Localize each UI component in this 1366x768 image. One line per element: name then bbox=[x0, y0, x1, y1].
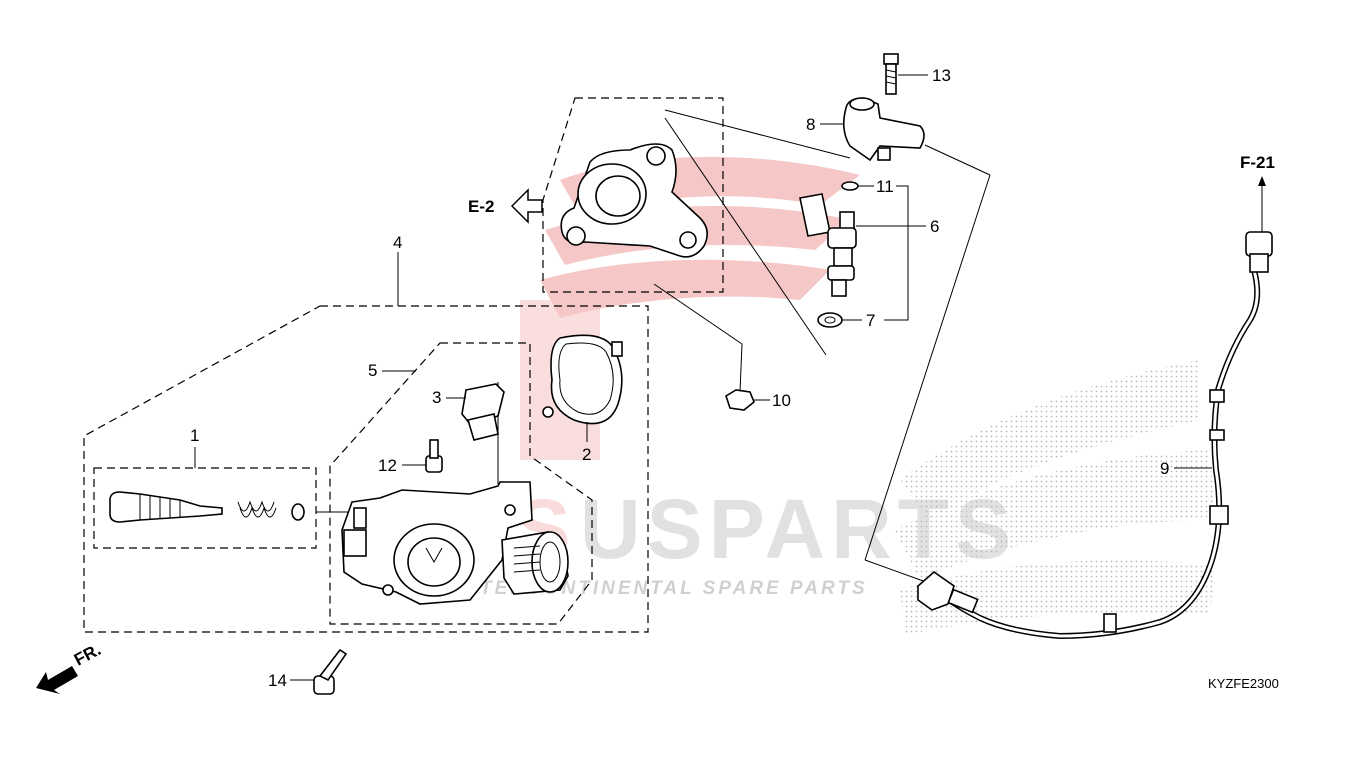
callout-11[interactable]: 11 bbox=[858, 177, 909, 321]
svg-text:8: 8 bbox=[806, 115, 815, 134]
callout-10[interactable]: 10 bbox=[754, 391, 791, 410]
callout-12[interactable]: 12 bbox=[378, 456, 426, 475]
callouts: 1 2 3 4 5 6 7 8 9 bbox=[190, 66, 1212, 690]
assembly-1-box bbox=[93, 467, 317, 549]
front-indicator: FR. bbox=[36, 640, 104, 694]
callout-9[interactable]: 9 bbox=[1160, 459, 1212, 478]
part-insulator bbox=[560, 143, 708, 258]
ref-f21-label[interactable]: F-21 bbox=[1240, 153, 1275, 172]
part-11-oring bbox=[841, 181, 859, 191]
arrow-up-icon bbox=[1258, 176, 1266, 186]
part-5-throttle-body bbox=[341, 481, 569, 605]
part-12-screw bbox=[425, 439, 443, 473]
part-14-bolt bbox=[313, 648, 348, 695]
svg-text:14: 14 bbox=[268, 671, 287, 690]
svg-text:12: 12 bbox=[378, 456, 397, 475]
part-10-nut bbox=[725, 389, 755, 411]
svg-text:10: 10 bbox=[772, 391, 791, 410]
assembly-4-box bbox=[83, 252, 649, 633]
part-6-injector bbox=[799, 193, 857, 297]
diagram-code: KYZFE2300 bbox=[1208, 676, 1279, 691]
callout-4[interactable]: 4 bbox=[393, 233, 402, 252]
part-1-valve-set bbox=[109, 491, 305, 523]
part-2-clamp bbox=[542, 334, 623, 425]
svg-text:4: 4 bbox=[393, 233, 402, 252]
part-8-sleeve bbox=[842, 97, 925, 162]
ref-arrow-f21: F-21 bbox=[1240, 153, 1275, 232]
ref-e2-label[interactable]: E-2 bbox=[468, 197, 494, 216]
svg-text:2: 2 bbox=[582, 445, 591, 464]
callout-2[interactable]: 2 bbox=[582, 422, 591, 464]
callout-13[interactable]: 13 bbox=[898, 66, 951, 85]
svg-text:3: 3 bbox=[432, 388, 441, 407]
hollow-arrow-left-icon bbox=[510, 188, 543, 224]
callout-3[interactable]: 3 bbox=[432, 388, 466, 407]
svg-text:5: 5 bbox=[368, 361, 377, 380]
callout-7[interactable]: 7 bbox=[842, 311, 875, 330]
projection-lines bbox=[316, 109, 991, 583]
part-9-harness bbox=[917, 231, 1273, 640]
front-label: FR. bbox=[71, 640, 104, 670]
svg-text:6: 6 bbox=[930, 217, 939, 236]
callout-1[interactable]: 1 bbox=[190, 426, 199, 468]
svg-text:7: 7 bbox=[866, 311, 875, 330]
svg-text:11: 11 bbox=[876, 177, 894, 196]
callout-5[interactable]: 5 bbox=[368, 361, 416, 380]
part-13-bolt bbox=[883, 53, 899, 95]
callout-8[interactable]: 8 bbox=[806, 115, 844, 134]
ref-arrow-e2: E-2 bbox=[468, 188, 543, 224]
svg-text:9: 9 bbox=[1160, 459, 1169, 478]
assembly-5-box bbox=[329, 342, 593, 625]
part-3-sensor bbox=[461, 383, 505, 441]
watermark-brand: USPARTS bbox=[580, 482, 1017, 576]
callout-14[interactable]: 14 bbox=[268, 671, 314, 690]
svg-text:1: 1 bbox=[190, 426, 199, 445]
part-7-seal bbox=[817, 312, 843, 328]
insulator-box bbox=[542, 97, 724, 293]
arrow-down-left-icon bbox=[36, 666, 78, 694]
svg-text:13: 13 bbox=[932, 66, 951, 85]
callout-6[interactable]: 6 bbox=[856, 217, 939, 236]
